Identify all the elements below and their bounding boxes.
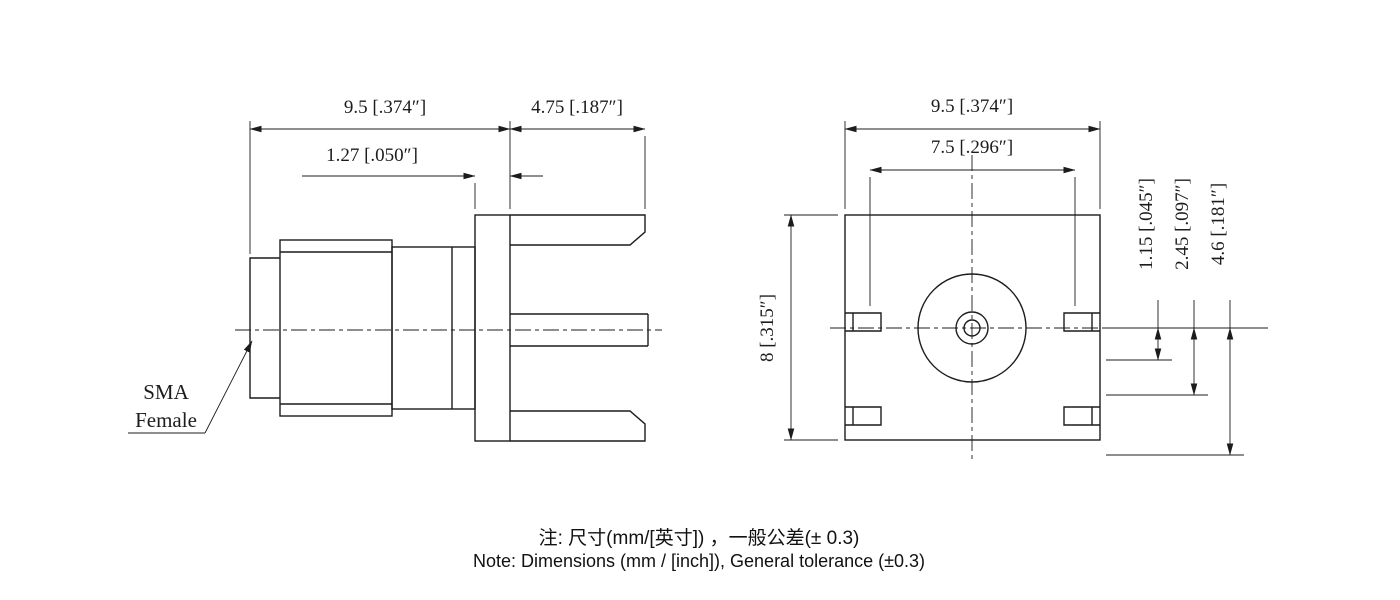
body-circle <box>917 273 1027 383</box>
leg-tab-right-lower <box>1063 406 1100 426</box>
leg-tab-left-lower <box>845 406 882 426</box>
part-callout: SMA Female <box>128 340 253 434</box>
note-line-chinese: 注: 尺寸(mm/[英寸]) ，一般公差(± 0.3) <box>539 527 860 549</box>
leg-tab-right-upper <box>1063 312 1100 332</box>
callout-leader-line <box>204 340 253 434</box>
dim-text-2-45: 2.45 [.097″] <box>1172 178 1193 270</box>
mating-face-outline <box>249 257 280 399</box>
hex-nut-body <box>279 239 393 417</box>
insulator-circle <box>955 311 989 345</box>
dim-text-4-6: 4.6 [.181″] <box>1208 183 1229 265</box>
mount-flange <box>474 214 511 442</box>
side-connector-outline <box>249 214 649 442</box>
note-line-english: Note: Dimensions (mm / [inch]), General … <box>473 551 925 571</box>
side-dim-9-5: 9.5 [.374″] <box>249 97 511 254</box>
side-dim-1-27: 1.27 [.050″] <box>302 145 543 209</box>
part-label-line2: Female <box>135 408 197 432</box>
flange-square <box>844 214 1101 441</box>
dim-text-7-5: 7.5 [.296″] <box>931 137 1013 158</box>
dim-text-4-75: 4.75 [.187″] <box>531 97 623 118</box>
front-view: 9.5 [.374″] 7.5 [.296″] 8 [.315″] 1.15 [… <box>757 96 1268 462</box>
bottom-leg <box>510 410 646 442</box>
leg-tab-left-upper <box>845 312 882 332</box>
dim-text-8: 8 [.315″] <box>757 294 778 362</box>
notes-block: 注: 尺寸(mm/[英寸]) ，一般公差(± 0.3) Note: Dimens… <box>473 527 925 571</box>
part-label-line1: SMA <box>143 380 189 404</box>
side-dim-4-75: 4.75 [.187″] <box>509 97 646 209</box>
mid-barrel <box>391 246 476 410</box>
front-dim-right-stack: 1.15 [.045″] 2.45 [.097″] 4.6 [.181″] <box>1106 178 1268 456</box>
front-flange-outline <box>844 214 1101 441</box>
dim-text-1-27: 1.27 [.050″] <box>326 145 418 166</box>
top-leg <box>510 214 646 246</box>
dim-text-9-5: 9.5 [.374″] <box>931 96 1013 117</box>
dim-text-9-5: 9.5 [.374″] <box>344 97 426 118</box>
front-dim-8: 8 [.315″] <box>757 214 838 441</box>
socket-bore-circle <box>963 319 981 337</box>
front-dim-7-5: 7.5 [.296″] <box>869 137 1076 306</box>
front-dim-9-5: 9.5 [.374″] <box>844 96 1101 209</box>
dim-text-1-15: 1.15 [.045″] <box>1136 178 1157 270</box>
side-view: 9.5 [.374″] 4.75 [.187″] 1.27 [.050″] SM… <box>128 97 662 442</box>
